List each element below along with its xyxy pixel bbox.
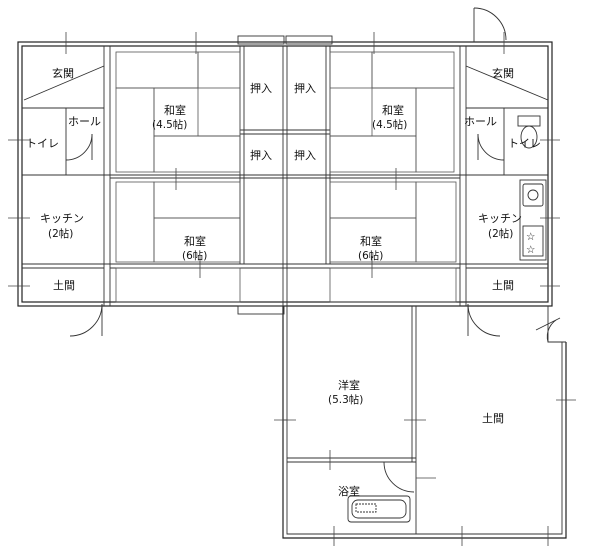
kitchen-counter-right: ☆ ☆	[519, 179, 547, 261]
label-doma-large: 土間	[482, 412, 504, 425]
label-oshiire-2: 押入	[294, 81, 316, 95]
label-youshitsu: 洋室	[338, 378, 360, 392]
toilet-fixture-right	[517, 115, 541, 149]
label-kitchen-left: キッチン	[40, 212, 84, 225]
svg-text:☆: ☆	[526, 231, 535, 243]
label-washitsu-ur: 和室	[382, 103, 404, 117]
label-genkan-right: 玄関	[492, 66, 514, 80]
label-genkan-left: 玄関	[52, 66, 74, 80]
label-youshitsu-size: (5.3帖)	[328, 393, 363, 406]
label-kitchen-right-size: (2帖)	[488, 227, 513, 240]
dimension-ticks	[8, 32, 576, 546]
label-washitsu-ul-size: (4.5帖)	[152, 118, 187, 131]
label-kitchen-left-size: (2帖)	[48, 227, 73, 240]
label-washitsu-ul: 和室	[164, 103, 186, 117]
label-doma-right: 土間	[492, 279, 514, 292]
label-hall-right: ホール	[464, 115, 497, 128]
outer-walls	[17, 41, 567, 539]
svg-text:☆: ☆	[526, 244, 535, 256]
label-oshiire-1: 押入	[250, 81, 272, 95]
label-washitsu-ll-size: (6帖)	[182, 249, 207, 262]
label-oshiire-3: 押入	[250, 148, 272, 162]
left-unit-walls	[22, 46, 111, 337]
label-washitsu-lr: 和室	[360, 234, 382, 248]
lower-area-walls	[283, 306, 417, 534]
label-doma-left: 土間	[53, 279, 75, 292]
label-oshiire-4: 押入	[294, 148, 316, 162]
right-unit-walls	[459, 7, 561, 343]
tatami-rooms	[110, 35, 460, 315]
label-kitchen-right: キッチン	[478, 212, 522, 225]
label-toilet-right: トイレ	[508, 137, 541, 150]
label-washitsu-ur-size: (4.5帖)	[372, 118, 407, 131]
label-hall-left: ホール	[68, 115, 101, 128]
label-washitsu-lr-size: (6帖)	[358, 249, 383, 262]
label-washitsu-ll: 和室	[184, 234, 206, 248]
room-labels: 玄関 玄関 ホール ホール トイレ トイレ キッチン (2帖) キッチン (2帖…	[26, 66, 541, 498]
label-yokushitsu: 浴室	[338, 484, 360, 498]
label-toilet-left: トイレ	[26, 137, 59, 150]
